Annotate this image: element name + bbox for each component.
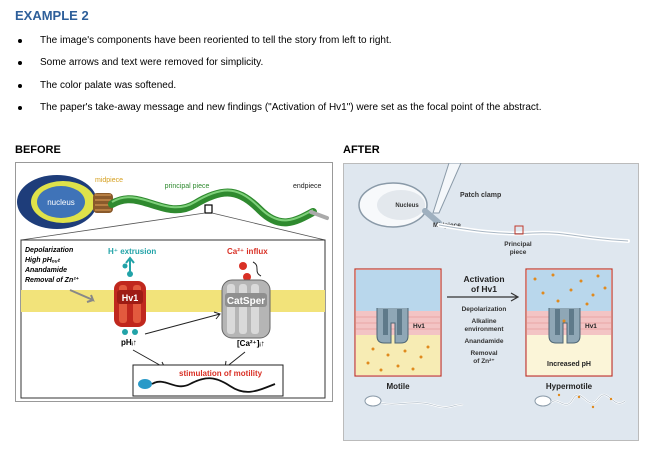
after-zoom-marker (514, 225, 524, 235)
endpiece-label: endpiece (293, 183, 322, 190)
stimulus: Depolarization (25, 247, 73, 254)
bullet-item: The image's components have been reorien… (15, 35, 542, 57)
patch-clamp-label: Patch clamp (460, 192, 501, 199)
stimulus: Removal (470, 350, 497, 357)
hv1-channel: Hv1 (114, 281, 146, 327)
bullet-item: The paper's take-away message and new fi… (15, 102, 542, 124)
cai-label: [Ca²⁺]ᵢ↑ (237, 339, 265, 348)
example-title: EXAMPLE 2 (15, 8, 89, 23)
stimulus: of Zn²⁺ (473, 358, 494, 365)
activation-arrow (447, 292, 520, 302)
stimulus: environment (464, 326, 504, 333)
motility-label: stimulation of motility (179, 369, 263, 378)
before-heading: BEFORE (15, 144, 61, 156)
principal-piece-label: principal piece (165, 183, 210, 190)
principal-piece-label: piece (510, 249, 527, 256)
hv1-right-label: Hv1 (585, 323, 597, 330)
hypermotile-label: Hypermotile (546, 382, 593, 391)
stimulus-arrow (69, 289, 95, 303)
motile-label: Motile (386, 382, 410, 391)
before-figure: nucleus midpiece principal piece endpiec… (15, 162, 333, 402)
stimulus: Removal of Zn²⁺ (25, 276, 80, 284)
bullet-item: The color palate was softened. (15, 80, 542, 102)
after-heading: AFTER (343, 144, 380, 156)
activated-panel: Hv1 Increased pH (525, 268, 613, 377)
hv1-label: Hv1 (122, 293, 139, 303)
stimulus: Anandamide (24, 267, 67, 274)
hv1-left-label: Hv1 (413, 323, 425, 330)
after-sperm-head: Nucleus (358, 182, 428, 228)
after-stimuli-list: Depolarization Alkaline environment Anan… (462, 306, 507, 365)
patch-clamp-pipette (432, 163, 462, 214)
increased-ph-label: Increased pH (547, 361, 591, 368)
motile-sperm (364, 395, 464, 409)
after-nucleus-label: Nucleus (395, 203, 419, 209)
before-stimuli-list: Depolarization High pHₒᵤₜ Anandamide Rem… (24, 247, 80, 284)
sperm-head: nucleus (17, 175, 97, 229)
stimulus: Depolarization (462, 306, 507, 313)
principal-piece-tail (108, 188, 317, 227)
resting-panel: Hv1 (354, 268, 442, 377)
hypermotile-sperm (534, 393, 626, 409)
midpiece-label: midpiece (95, 177, 123, 184)
membrane (21, 290, 325, 312)
stimulus: Anandamide (464, 338, 503, 345)
midpiece (93, 193, 113, 213)
activation-label: Activation (463, 274, 504, 284)
activation-label: of Hv1 (471, 284, 497, 294)
bullet-item: Some arrows and text were removed for si… (15, 57, 542, 79)
phi-label: pHᵢ↑ (121, 338, 137, 347)
ca-influx-label: Ca²⁺ influx (227, 247, 268, 256)
principal-piece-label: Principal (504, 241, 532, 248)
stimulus: Alkaline (472, 318, 497, 325)
h-extrusion-label: H⁺ extrusion (108, 247, 156, 256)
summary-bullet-list: The image's components have been reorien… (15, 35, 542, 124)
catsper-label: CatSper (227, 296, 265, 307)
after-midpiece (422, 208, 442, 226)
nucleus-label: nucleus (47, 198, 75, 207)
catsper-channel: CatSper (221, 279, 271, 339)
zoom-marker (204, 204, 213, 214)
after-figure: Patch clamp Nucleus Midpiece Principal p… (343, 163, 639, 441)
stimulus: High pHₒᵤₜ (25, 257, 61, 264)
